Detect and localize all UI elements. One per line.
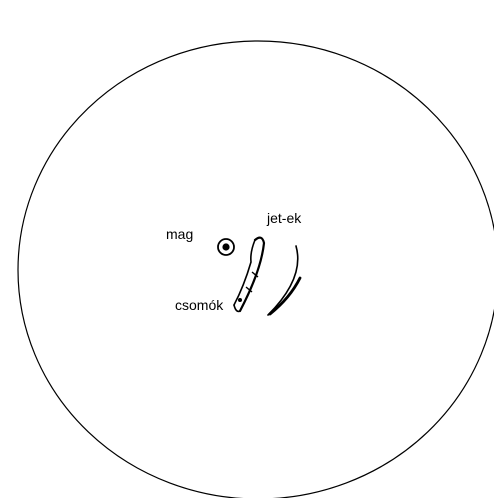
nucleus-label: mag (166, 227, 193, 241)
outer-jet-streak (268, 246, 298, 315)
jets-label: jet-ek (267, 211, 301, 225)
outer-jet (268, 246, 300, 315)
inner-jet-knot-3 (238, 298, 242, 302)
nucleus-core (222, 243, 229, 250)
nucleus (218, 239, 234, 255)
knots-label: csomók (175, 298, 223, 312)
field-of-view-circle (18, 41, 494, 498)
inner-jet (234, 238, 264, 312)
